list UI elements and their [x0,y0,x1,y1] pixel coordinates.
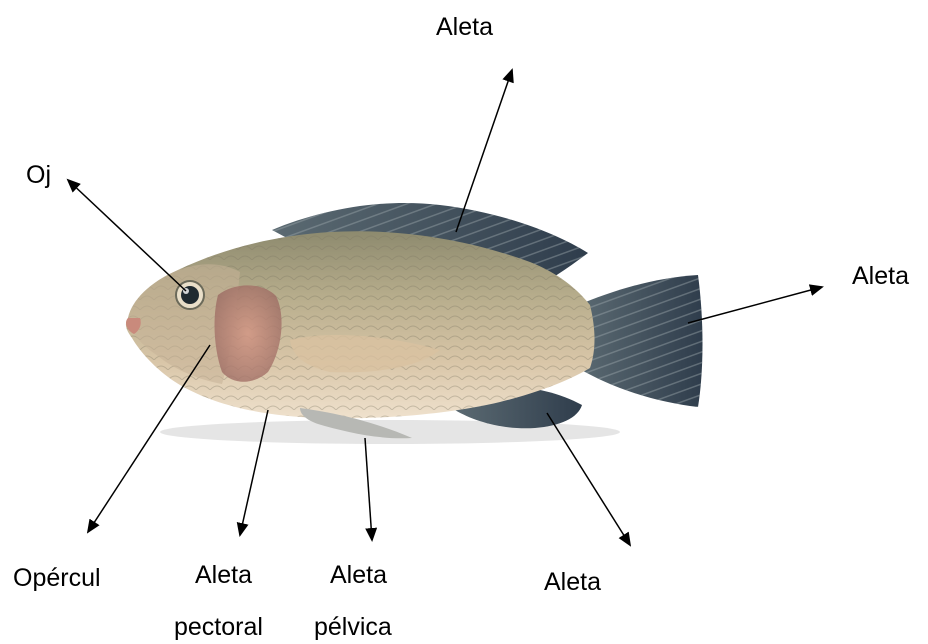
fish-illustration [126,203,703,444]
label-operculum: Opércul [13,566,101,591]
arrow-dorsal-fin [456,70,512,232]
arrow-pelvic-fin [365,438,372,540]
arrow-eye [68,180,186,291]
arrow-operculum [88,345,210,532]
label-pelvic-fin-line2: pélvica [314,615,392,640]
label-pectoral-fin-line2: pectoral [174,615,263,640]
label-anal-fin: Aleta [544,570,601,595]
label-pelvic-fin-line1: Aleta [330,563,387,588]
arrow-caudal-fin [688,287,822,323]
label-dorsal-fin: Aleta [436,15,493,40]
label-pectoral-fin-line1: Aleta [195,563,252,588]
label-eye: Oj [26,163,51,188]
label-caudal-fin: Aleta [852,264,909,289]
